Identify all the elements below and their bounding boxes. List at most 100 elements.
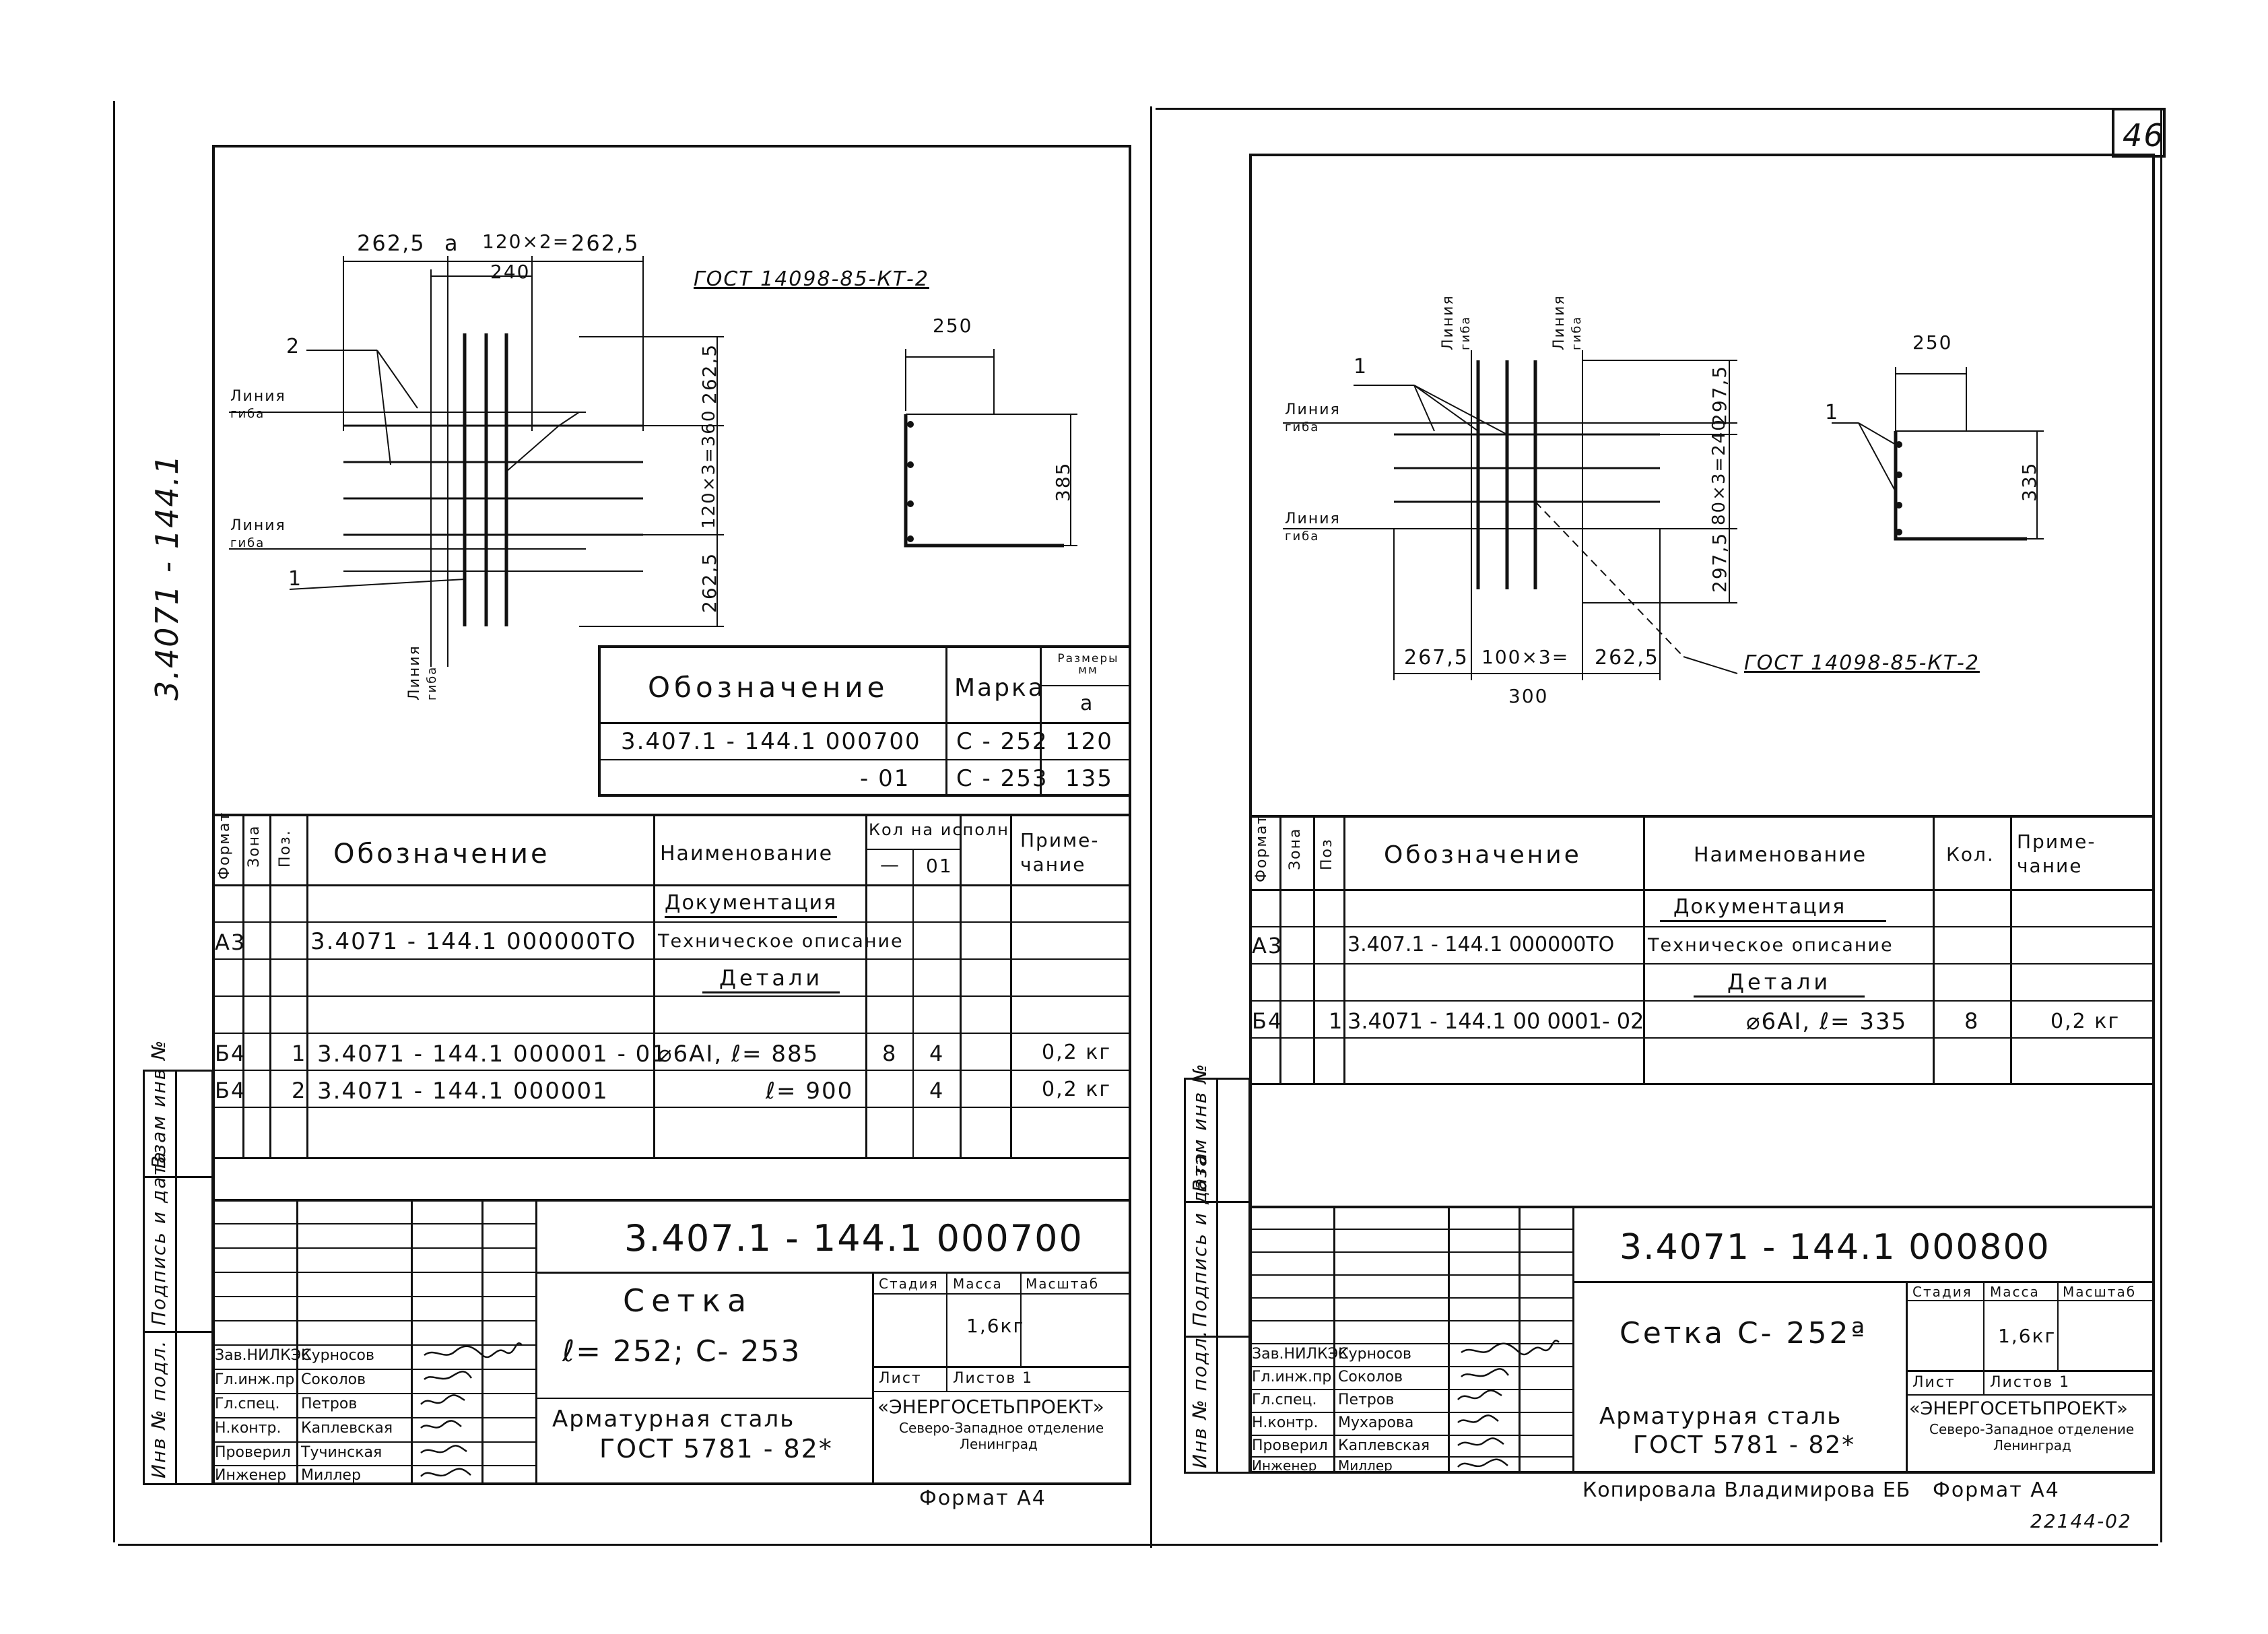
left-signatures <box>420 1342 523 1477</box>
r-spec-section-parts: Детали <box>1694 971 1865 998</box>
left-staff-name-1: Курносов <box>301 1347 374 1364</box>
left-tb-name2: ℓ= 252; С- 253 <box>562 1334 801 1369</box>
spec-h-note: Приме-чание <box>1020 829 1100 876</box>
left-marks-table: Обозначение Марка Размеры мм a 3.407.1 -… <box>598 645 1130 797</box>
r-spec-section-docs: Документация <box>1660 897 1887 922</box>
page-number: 46 <box>2123 117 2165 154</box>
r-spec-doc-name: Техническое описание <box>1648 935 1894 956</box>
left-tb-material2: ГОСТ 5781 - 82* <box>599 1434 833 1464</box>
right-dim-250: 250 <box>1912 331 1953 354</box>
left-staff-role-3: Гл.спец. <box>215 1396 280 1412</box>
right-bend-label-vert-1: Линия гиба <box>1440 294 1473 350</box>
r-spec-h-qty: Кол. <box>1946 843 1995 865</box>
spec-row2-name: ℓ= 900 <box>766 1078 854 1105</box>
right-tb-material1: Арматурная сталь <box>1599 1403 1842 1430</box>
bottom-line <box>118 1544 2158 1546</box>
left-tb-material1: Арматурная сталь <box>552 1406 795 1433</box>
right-dim-bottom-1: 267,5 <box>1404 646 1469 669</box>
right-tb-org1: «ЭНЕРГОСЕТЬПРОЕКТ» <box>1909 1398 2128 1419</box>
left-staff-name-3: Петров <box>301 1396 358 1412</box>
spec-section-parts: Детали <box>702 967 840 993</box>
left-binding-line <box>113 101 115 1542</box>
top-line-right <box>1156 108 2117 110</box>
right-staff-role-5: Проверил <box>1252 1437 1328 1454</box>
marks-row2-designation: - 01 <box>860 765 910 792</box>
copied-by: Копировала Владимирова ЕБ <box>1582 1478 1911 1502</box>
right-title-block: 3.4071 - 144.1 000800 Сетка С- 252ª Арма… <box>1249 1206 2155 1474</box>
right-tb-org3: Ленинград <box>1993 1437 2071 1453</box>
right-tb-mass: 1,6кг <box>1998 1325 2057 1347</box>
right-staff-role-4: Н.контр. <box>1252 1414 1319 1431</box>
left-tb-sheet: Лист <box>879 1370 922 1387</box>
left-tb-org1: «ЭНЕРГОСЕТЬПРОЕКТ» <box>877 1396 1104 1418</box>
right-pos-1: 1 <box>1354 355 1368 379</box>
right-dim-bottom-2: 100×3= <box>1481 646 1570 668</box>
r-spec-doc-designation: 3.407.1 - 144.1 000000ТО <box>1347 933 1615 956</box>
left-tb-mass: 1,6кг <box>966 1315 1025 1337</box>
spec-h-qty: Кол на исполн <box>869 820 1009 839</box>
spec-h-qty-01: 01 <box>926 855 953 877</box>
left-staff-role-4: Н.контр. <box>215 1420 281 1437</box>
left-tb-sheets: Листов 1 <box>953 1370 1034 1387</box>
left-dim-top-1: 262,5 <box>357 230 426 256</box>
right-tb-sheets: Листов 1 <box>1990 1374 2071 1391</box>
right-spec-table: Формат Зона Поз Обозначение Наименование… <box>1249 814 2155 1085</box>
left-pos-2: 2 <box>286 335 301 358</box>
r-spec-h-format: Формат <box>1253 814 1270 882</box>
right-staff-name-1: Курносов <box>1338 1346 1411 1363</box>
right-staff-role-6: Инженер <box>1252 1458 1317 1474</box>
left-gost: ГОСТ 14098-85-КТ-2 <box>694 267 929 291</box>
spec-row1-name: ⌀6AI, ℓ= 885 <box>658 1041 820 1068</box>
left-staff-name-6: Миллер <box>301 1467 361 1484</box>
spec-row2-note: 0,2 кг <box>1042 1078 1112 1101</box>
right-staff-name-6: Миллер <box>1338 1458 1393 1474</box>
spec-row2-pos: 2 <box>292 1078 307 1103</box>
fold-line <box>1150 106 1152 1548</box>
left-dim-top-2: 120×2= <box>482 230 570 253</box>
right-tb-h-scale: Масштаб <box>2063 1284 2137 1300</box>
spec-h-name: Наименование <box>660 842 834 865</box>
spec-h-designation: Обозначение <box>333 839 550 870</box>
spec-row1-format: Б4 <box>215 1041 246 1066</box>
right-tb-org2: Северо-Западное отделение <box>1929 1421 2135 1437</box>
right-dim-bottom-3: 262,5 <box>1595 646 1659 669</box>
left-dim-240: 240 <box>490 261 531 283</box>
spec-doc-format: А3 <box>215 929 246 955</box>
spec-doc-name: Техническое описание <box>658 931 904 952</box>
left-tb-org3: Ленинград <box>960 1436 1038 1452</box>
marks-h-sizes: Размеры мм <box>1057 652 1119 677</box>
bottom-code: 22144-02 <box>2030 1510 2132 1532</box>
left-tb-h-mass: Масса <box>953 1276 1003 1292</box>
left-tb-code: 3.407.1 - 144.1 000700 <box>624 1217 1083 1260</box>
right-bend-label-vert-2: Линия гиба <box>1551 294 1584 350</box>
left-staff-name-5: Тучинская <box>301 1444 382 1461</box>
right-signatures <box>1457 1340 1560 1468</box>
right-pos-1b: 1 <box>1825 401 1840 424</box>
r-spec-row1-format: Б4 <box>1252 1008 1283 1034</box>
left-staff-role-2: Гл.инж.пр <box>215 1371 295 1388</box>
left-format: Формат А4 <box>919 1486 1046 1510</box>
left-dim-250: 250 <box>933 315 973 337</box>
right-tb-h-mass: Масса <box>1990 1284 2040 1300</box>
spec-row2-q2: 4 <box>929 1078 945 1103</box>
right-dim-335: 335 <box>2018 461 2040 502</box>
marks-row1-a: 120 <box>1065 728 1113 755</box>
right-dim-right-1: 297,5 <box>1708 364 1731 426</box>
marks-row2-mark: С - 253 <box>956 765 1048 792</box>
marks-row1-mark: С - 252 <box>956 728 1048 755</box>
right-stamp-orig: Инв № подл. <box>1189 1329 1211 1468</box>
left-dim-top-a: a <box>444 230 459 256</box>
right-tb-material2: ГОСТ 5781 - 82* <box>1633 1431 1856 1459</box>
right-dim-right-2: 80×3=240 <box>1709 418 1729 525</box>
spec-row1-q2: 4 <box>929 1041 945 1066</box>
spec-h-qty-dash: — <box>880 853 900 876</box>
r-spec-row1-note: 0,2 кг <box>2050 1010 2121 1033</box>
left-pos-1: 1 <box>288 567 303 591</box>
left-staff-role-1: Зав.НИЛКЭС <box>215 1347 312 1364</box>
left-spec-table: Формат Зона Поз. Обозначение Наименовани… <box>212 812 1131 1164</box>
spec-section-docs: Документация <box>665 893 838 918</box>
marks-h-designation: Обозначение <box>648 671 889 704</box>
right-side-stamp <box>1184 1078 1250 1474</box>
